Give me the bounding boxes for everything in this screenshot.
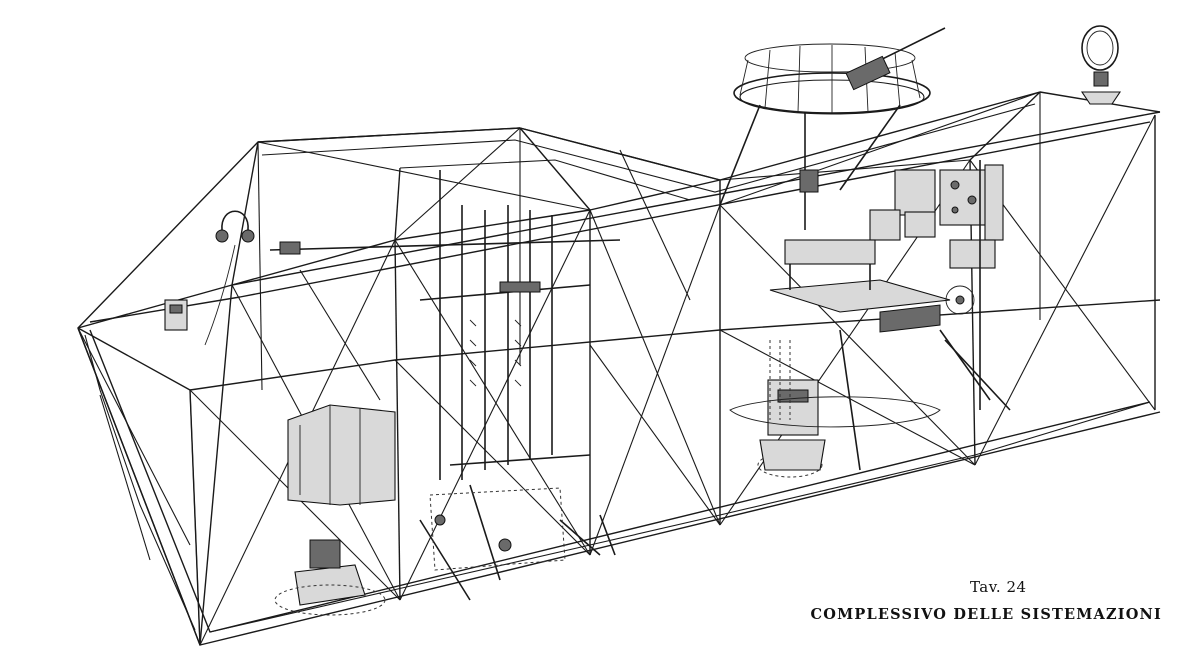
fuselage-frame	[77, 91, 1161, 646]
pilot-seat	[274, 539, 386, 616]
loop-antenna	[1080, 25, 1122, 105]
plate-title: COMPLESSIVO DELLE SISTEMAZIONI	[810, 606, 1162, 623]
headset	[204, 210, 255, 346]
gun-turret	[719, 27, 946, 230]
lower-linkages	[419, 484, 616, 601]
radio-equipment	[799, 164, 1004, 269]
camera-unit	[757, 340, 826, 478]
plate-caption: Tav. 24 COMPLESSIVO DELLE SISTEMAZIONI	[811, 578, 1162, 623]
control-box-front	[164, 299, 188, 331]
tank	[287, 404, 396, 506]
floor-hatch	[729, 396, 941, 428]
bomb-rack	[269, 170, 621, 480]
table-supports	[839, 160, 1011, 471]
plate-number: Tav. 24	[969, 578, 1027, 596]
navigator-table	[769, 239, 975, 333]
